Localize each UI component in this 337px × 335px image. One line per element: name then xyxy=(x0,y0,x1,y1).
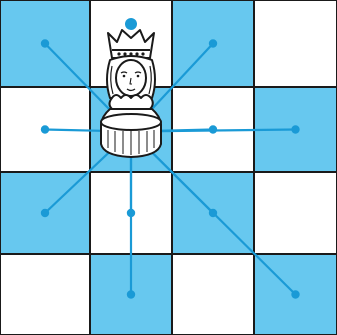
light-square xyxy=(254,172,337,254)
move-target-dot xyxy=(41,39,49,47)
move-target-dot xyxy=(291,290,299,298)
move-target-dot xyxy=(209,125,217,133)
light-square xyxy=(254,0,337,87)
move-target-dot xyxy=(291,125,299,133)
move-target-dot xyxy=(41,125,49,133)
move-target-dot xyxy=(209,39,217,47)
crown-jewel xyxy=(125,18,137,30)
light-square xyxy=(172,254,254,335)
move-target-dot xyxy=(41,209,49,217)
queen-icon xyxy=(101,18,161,157)
move-target-dot xyxy=(127,209,135,217)
move-target-dot xyxy=(127,290,135,298)
move-target-dot xyxy=(209,209,217,217)
light-square xyxy=(0,254,90,335)
queen-collar xyxy=(110,95,153,109)
